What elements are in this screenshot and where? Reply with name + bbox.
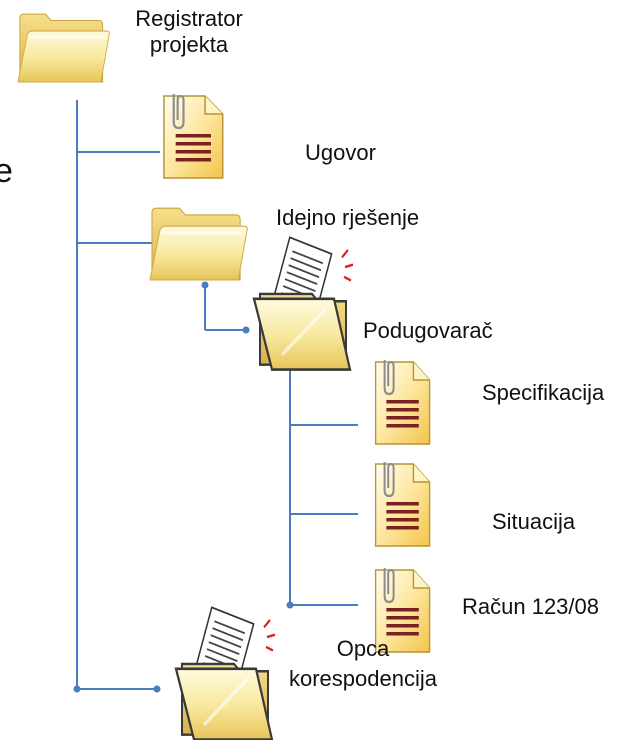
connector-dot <box>242 326 250 334</box>
root-folder-label-line2: projekta <box>149 32 229 57</box>
open-folder-with-paper-icon[interactable] <box>252 235 355 372</box>
document-icon[interactable] <box>374 358 431 446</box>
specifikacija-label[interactable]: Specifikacija <box>482 380 605 405</box>
connector-dot <box>201 281 209 289</box>
root-folder-label[interactable]: Registrator projekta <box>116 6 262 58</box>
connector-dot <box>73 685 81 693</box>
folder-icon[interactable] <box>148 207 249 282</box>
opca-folder-label[interactable]: Opca korespodencija <box>270 636 456 692</box>
document-icon[interactable] <box>162 92 224 180</box>
opca-label-line2: korespodencija <box>289 666 437 691</box>
podugovarac-label[interactable]: Podugovarač <box>363 318 493 343</box>
cropped-text-fragment: e <box>0 152 13 190</box>
open-folder-with-paper-icon[interactable] <box>174 605 277 740</box>
root-folder-label-line1: Registrator <box>135 6 243 31</box>
connector-dot <box>153 685 161 693</box>
situacija-label[interactable]: Situacija <box>492 509 576 534</box>
ugovor-label[interactable]: Ugovor <box>305 140 376 165</box>
connector-lines <box>76 100 358 690</box>
connector-dot <box>286 601 294 609</box>
connector-dots <box>73 281 294 693</box>
racun-label[interactable]: Račun 123/08 <box>462 594 599 619</box>
idejno-label[interactable]: Idejno rješenje <box>276 205 420 230</box>
opca-label-line1: Opca <box>336 636 390 661</box>
document-icon[interactable] <box>374 460 431 548</box>
folder-icon[interactable] <box>16 13 111 84</box>
